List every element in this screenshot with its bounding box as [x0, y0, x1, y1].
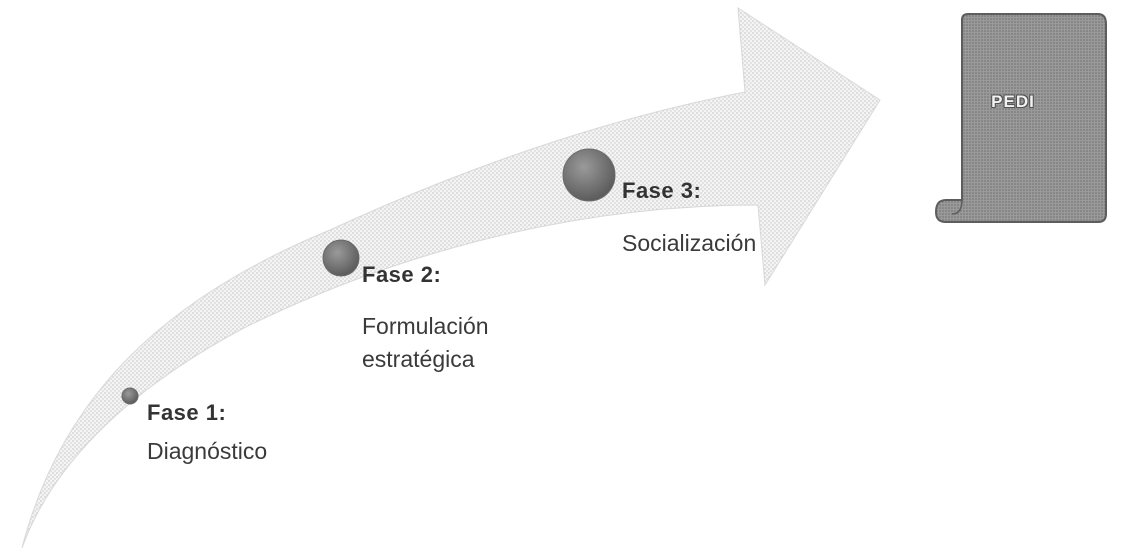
phase-3-description: Socialización — [622, 230, 757, 256]
phase-2-title: Fase 2: — [362, 262, 442, 287]
phase-3-title: Fase 3: — [622, 178, 702, 203]
phase-3-marker — [562, 148, 616, 202]
progress-arrow — [21, 7, 881, 549]
pedi-document-icon — [934, 13, 1107, 223]
phase-2-description: Formulación estratégica — [362, 313, 489, 372]
phase-1-description: Diagnóstico — [147, 438, 268, 464]
phase-1-marker — [121, 387, 139, 405]
pedi-label: PEDI — [991, 92, 1035, 111]
phase-1-title: Fase 1: — [147, 400, 227, 425]
phase-2-marker — [322, 239, 360, 277]
